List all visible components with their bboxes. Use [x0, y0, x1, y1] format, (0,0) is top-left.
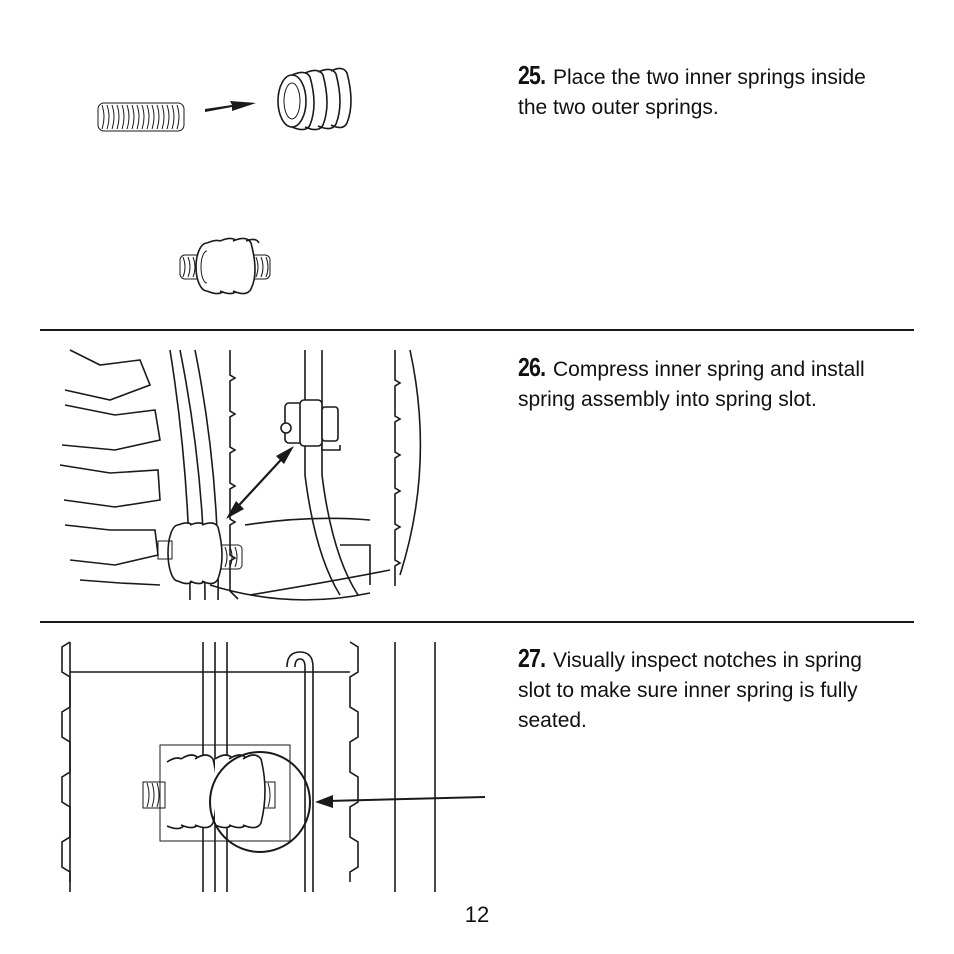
step-27-illustration [61, 641, 486, 892]
spring-clip-icon [280, 399, 341, 451]
step-26: 26. Compress inner spring and install sp… [518, 352, 898, 415]
spring-assembly-icon [157, 522, 243, 585]
step-25: 25. Place the two inner springs inside t… [518, 60, 898, 123]
inner-spring-icon [97, 102, 185, 132]
step-25-illustration [97, 67, 352, 295]
arrow-right-icon [205, 101, 256, 112]
arrow-up-right-icon [226, 446, 294, 519]
spring-assembly-icon [142, 754, 276, 830]
step-27: 27. Visually inspect notches in spring s… [518, 643, 898, 736]
assembled-spring-icon [179, 237, 271, 295]
spring-slot-housing [209, 349, 422, 601]
page-number: 12 [464, 902, 490, 927]
arrow-left-icon [315, 795, 486, 808]
step-26-number: 26. [518, 352, 546, 382]
divider [40, 621, 914, 623]
step-26-illustration [59, 349, 422, 601]
step-25-text: Place the two inner springs inside the t… [518, 66, 866, 119]
inspection-circle-icon [209, 751, 311, 853]
outer-spring-icon [277, 67, 352, 131]
divider [40, 329, 914, 331]
step-27-number: 27. [518, 643, 546, 673]
step-27-text: Visually inspect notches in spring slot … [518, 649, 862, 732]
step-26-text: Compress inner spring and install spring… [518, 358, 865, 411]
spring-slot [159, 744, 291, 842]
step-25-number: 25. [518, 60, 546, 90]
